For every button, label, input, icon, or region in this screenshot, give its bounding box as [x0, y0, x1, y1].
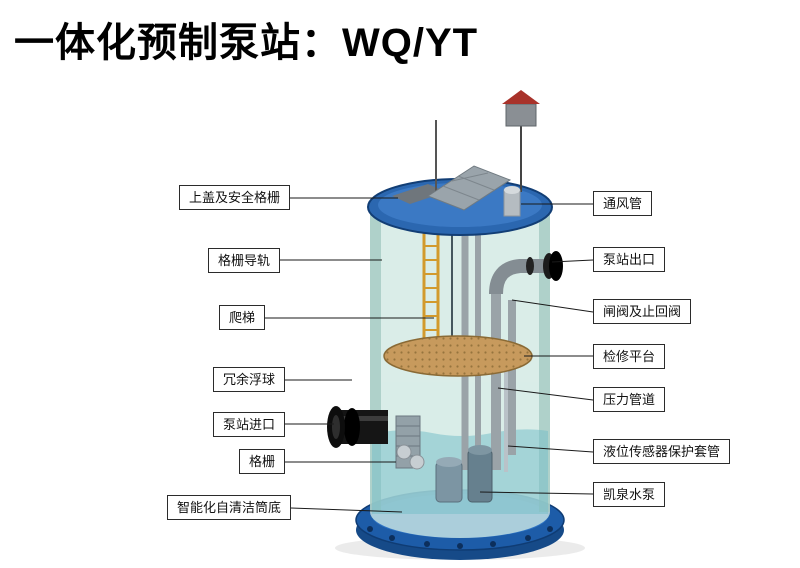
- vent-pipe: [503, 186, 521, 217]
- outlet-pipe: [489, 251, 563, 295]
- pump-right: [467, 445, 493, 503]
- label-pump-outlet: 泵站出口: [593, 247, 666, 272]
- base-bolts: [367, 526, 553, 549]
- solar-panel: [426, 165, 512, 211]
- tank-edge-right: [539, 207, 550, 512]
- label-vent-pipe: 通风管: [593, 191, 653, 216]
- label-grille-guide-rail: 格栅导轨: [207, 248, 280, 273]
- label-grille: 格栅: [238, 449, 285, 474]
- label-service-platform: 检修平台: [593, 344, 666, 369]
- page-title: 一体化预制泵站：WQ/YT: [14, 21, 479, 65]
- lid-hatch-grille: [392, 184, 446, 204]
- control-box: [502, 90, 540, 127]
- label-top-cover-safety-grille: 上盖及安全格栅: [178, 185, 290, 210]
- label-redundant-float: 冗余浮球: [212, 367, 285, 392]
- label-kaiquan-pump: 凯泉水泵: [593, 482, 666, 507]
- pump-left: [435, 457, 463, 503]
- float-balls: [396, 444, 425, 470]
- inlet-pipe: [327, 406, 388, 448]
- label-self-cleaning-bottom: 智能化自清洁筒底: [166, 495, 291, 520]
- ladder: [422, 222, 440, 352]
- label-pressure-pipe: 压力管道: [593, 387, 666, 412]
- label-gate-check-valve: 闸阀及止回阀: [593, 299, 692, 324]
- label-pump-inlet: 泵站进口: [212, 412, 285, 437]
- leader-lines: [265, 197, 594, 513]
- tank-edge-left: [370, 207, 381, 512]
- label-level-sensor-sleeve: 液位传感器保护套管: [593, 439, 731, 464]
- service-platform: [383, 335, 533, 377]
- label-ladder: 爬梯: [218, 305, 265, 330]
